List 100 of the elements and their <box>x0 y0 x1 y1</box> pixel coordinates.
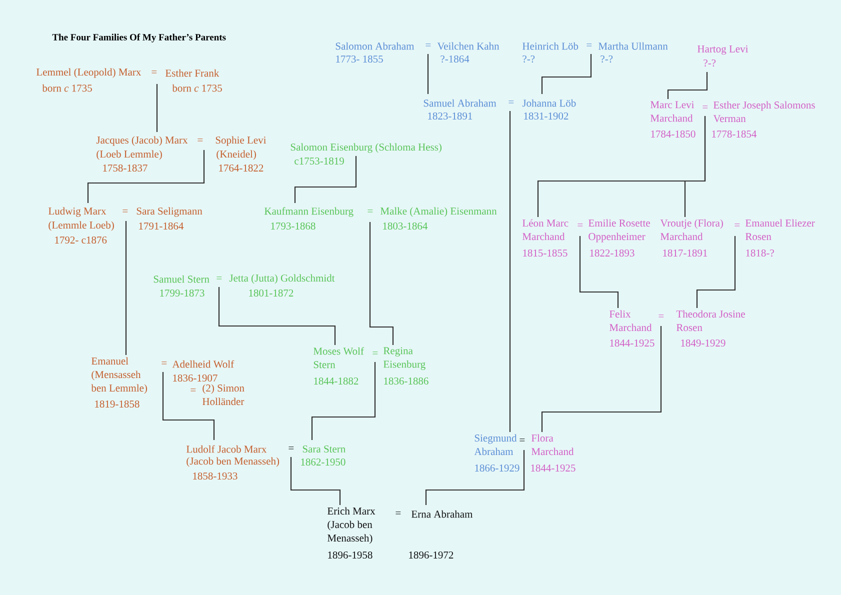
marriage-sign: = <box>198 138 203 142</box>
connector-line <box>696 236 736 308</box>
life-dates: 1815-1855 <box>523 249 568 257</box>
life-dates: 1764-1822 <box>219 164 264 172</box>
marriage-sign: = <box>190 388 196 392</box>
connector-line <box>218 287 336 345</box>
person-name: Emilie Rosette Oppenheimer <box>588 219 650 242</box>
marriage-sign: = <box>396 512 401 514</box>
life-dates: 1803-1864 <box>383 222 428 230</box>
marriage-sign: = <box>288 446 294 450</box>
life-dates: 1836-1886 <box>384 377 428 385</box>
marriage-sign: = <box>372 352 378 354</box>
connector-line <box>684 116 706 217</box>
person-name: Sara Seligmann <box>136 207 202 217</box>
life-dates: 1758-1837 <box>103 164 148 172</box>
person-name: Jetta (Jutta) Goldschmidt <box>229 274 335 284</box>
life-dates: 1784-1850 <box>651 130 696 138</box>
life-dates: 1836-1907 <box>173 374 218 382</box>
person-name: Samuel Stern <box>154 275 210 283</box>
person-name: Esther Joseph Salomons Verman <box>713 101 815 122</box>
life-dates: 1818-? <box>746 249 774 257</box>
person-name: Léon Marc Marchand <box>522 219 568 240</box>
marriage-sign: = <box>702 106 708 108</box>
connector-line <box>579 236 619 308</box>
person-name: Heinrich Löb <box>522 42 578 50</box>
life-dates: ?-? <box>600 55 613 63</box>
life-dates: 1778-1854 <box>712 130 757 138</box>
connector-line <box>369 222 394 345</box>
person-name: (Lemmle Loeb) <box>48 221 114 231</box>
person-name: Siegmund Abraham <box>474 434 517 456</box>
person-name: Vroutje (Flora) Marchand <box>660 219 723 240</box>
person-name: Jacques (Jacob) Marx <box>96 136 188 146</box>
connector-line <box>156 84 158 132</box>
life-dates: 1844-1925 <box>531 464 576 472</box>
life-dates: 1799-1873 <box>160 289 204 297</box>
marriage-sign: = <box>162 362 167 364</box>
life-dates: c1753-1819 <box>294 157 344 165</box>
connector-line <box>541 54 592 94</box>
person-name: Adelheid Wolf <box>172 360 234 368</box>
title: The Four Families Of My Father’s Parents <box>52 34 226 42</box>
life-dates: 1896-1958 <box>328 551 372 559</box>
life-dates: 1858-1933 <box>193 472 238 480</box>
marriage-sign: = <box>508 100 514 104</box>
life-dates: 1791-1864 <box>139 222 184 230</box>
person-name: Sophie Levi <box>216 136 266 146</box>
life-dates: born c 1735 <box>172 84 222 92</box>
life-dates: 1831-1902 <box>524 112 568 120</box>
person-name: Ludolf Jacob Marx <box>186 445 267 453</box>
life-dates: 1819-1858 <box>95 400 140 408</box>
connector-line <box>425 450 525 505</box>
life-dates: ?-? <box>704 59 716 67</box>
person-name: Marc Levi Marchand <box>650 101 694 122</box>
life-dates: 1896-1972 <box>409 551 454 559</box>
person-name: Martha Ullmann <box>598 42 668 50</box>
marriage-sign: = <box>658 314 664 318</box>
person-name: Sara Stern <box>302 445 346 453</box>
marriage-sign: = <box>152 70 157 74</box>
life-dates: 1773- 1855 <box>336 55 383 63</box>
person-name: Theodora Josine Rosen <box>676 310 745 332</box>
marriage-sign: = <box>586 44 592 46</box>
person-name: Salomon Abraham <box>336 42 414 50</box>
life-dates: 1844-1882 <box>314 377 358 385</box>
life-dates: 1862-1950 <box>301 458 346 466</box>
life-dates: 1844-1925 <box>610 339 654 347</box>
person-name: Hartog Levi <box>698 45 748 55</box>
person-name: Moses Wolf Stern <box>314 347 364 368</box>
life-dates: 1793-1868 <box>271 222 316 230</box>
person-name: Erna Abraham <box>412 510 473 518</box>
connector-line <box>294 156 357 203</box>
marriage-sign: = <box>122 210 128 212</box>
connector-line <box>509 111 511 432</box>
person-name: Johanna Löb <box>522 99 576 107</box>
life-dates: 1792- c1876 <box>55 236 107 244</box>
marriage-sign: = <box>578 224 583 226</box>
life-dates: 1801-1872 <box>249 289 294 297</box>
marriage-sign: = <box>734 224 740 226</box>
person-name: Erich Marx (Jacob ben Menasseh) <box>328 507 376 544</box>
person-name: (Jacob ben Menasseh) <box>186 457 280 467</box>
person-name: Veilchen Kahn <box>437 42 500 50</box>
person-name: Ludwig Marx <box>48 207 106 217</box>
person-name: Samuel Abraham <box>424 99 496 107</box>
connector-line <box>427 54 429 94</box>
person-name: Salomon Eisenburg (Schloma Hess) <box>290 143 442 153</box>
person-name: (2) Simon Holländer <box>202 384 244 406</box>
person-name: Emanuel (Mensasseh ben Lemmle) <box>91 357 147 394</box>
person-name: Regina Eisenburg <box>384 347 426 370</box>
life-dates: 1822-1893 <box>590 249 634 257</box>
connector-line <box>290 457 341 505</box>
person-name: Emanuel Eliezer Rosen <box>746 219 815 240</box>
connector-line <box>125 221 127 355</box>
life-dates: 1817-1891 <box>663 249 708 257</box>
life-dates: 1866-1929 <box>475 464 520 472</box>
connector-line <box>162 372 215 440</box>
connector-line <box>667 72 708 99</box>
person-name: Flora Marchand <box>532 434 574 456</box>
marriage-sign: = <box>368 210 373 212</box>
person-name: Esther Frank <box>166 69 220 77</box>
person-name: Lemmel (Leopold) Marx <box>36 68 142 78</box>
marriage-sign: = <box>216 276 222 280</box>
connector-line <box>87 150 205 203</box>
